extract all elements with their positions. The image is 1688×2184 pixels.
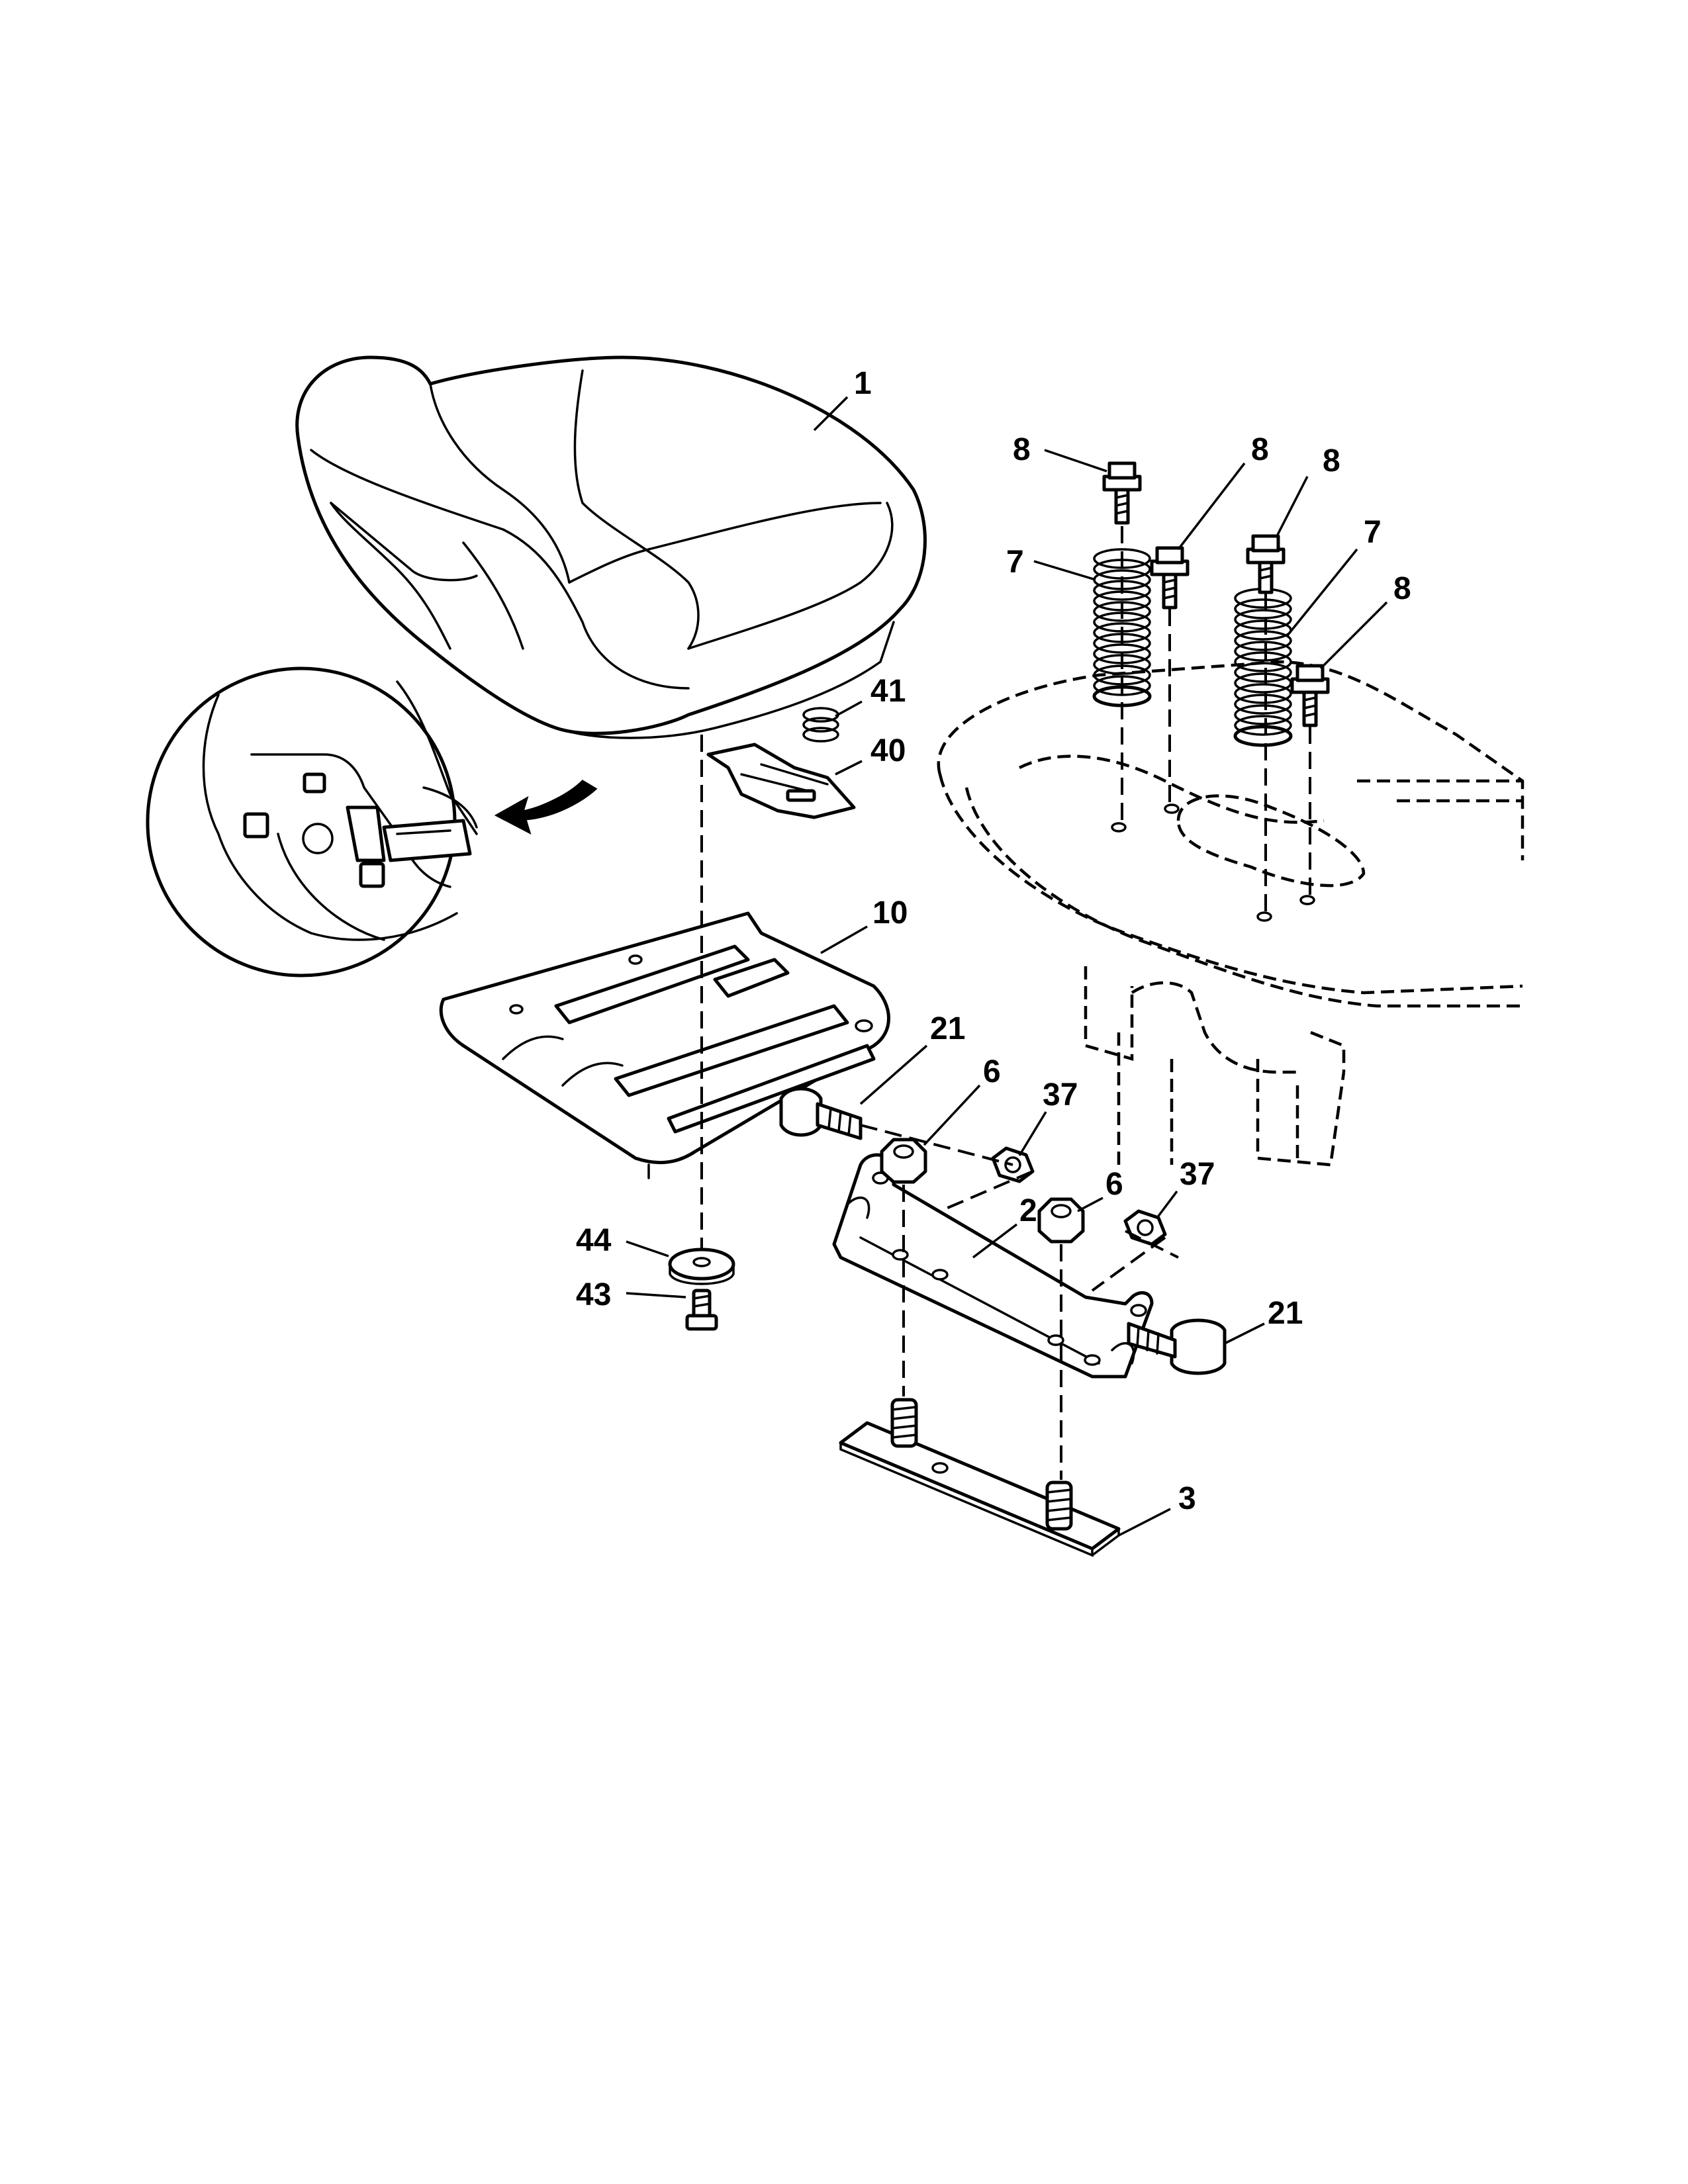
bolt-c — [1246, 534, 1286, 594]
bolt-b — [1150, 546, 1190, 610]
washer44 — [668, 1248, 735, 1285]
detail-arrow — [494, 780, 598, 835]
tractor-frame-outline — [937, 660, 1524, 1167]
bolt21-left — [779, 1087, 863, 1140]
callout-small-spring: 41 — [870, 674, 906, 709]
callout-washer44: 44 — [576, 1223, 612, 1258]
assembly-lines — [700, 526, 1311, 1480]
callout-labels: 1 8 8 8 7 7 8 41 40 10 21 6 37 2 6 37 21… — [576, 366, 1411, 1516]
bolt21-right — [1127, 1318, 1227, 1375]
callout-washer-left: 37 — [1043, 1077, 1078, 1113]
bolt-d — [1290, 664, 1330, 727]
detail-inset — [146, 666, 478, 978]
callout-bolt-d: 8 — [1393, 571, 1411, 606]
callout-bolt-b: 8 — [1251, 432, 1269, 467]
callout-bolt21-right: 21 — [1268, 1296, 1303, 1331]
bracket — [832, 1153, 1154, 1379]
seat-pan — [439, 911, 890, 1179]
callout-washer-right: 37 — [1180, 1157, 1215, 1192]
callout-bracket: 2 — [1019, 1193, 1037, 1228]
callout-clip: 40 — [870, 733, 906, 768]
plate-stud-right — [1045, 1480, 1073, 1531]
callout-bolt-c: 8 — [1323, 443, 1340, 478]
callout-bolt21-left: 21 — [930, 1011, 965, 1046]
plate-stud-left — [890, 1398, 918, 1448]
callout-spring-left: 7 — [1006, 545, 1024, 580]
callout-spring-right: 7 — [1364, 515, 1382, 550]
seat — [295, 355, 927, 739]
callout-plate: 3 — [1178, 1481, 1196, 1516]
screw43 — [685, 1289, 718, 1331]
spring-right — [1233, 588, 1293, 747]
bolt-a — [1102, 461, 1142, 525]
plate — [839, 1421, 1121, 1557]
leader-lines — [626, 396, 1388, 1537]
callout-nut-right: 6 — [1105, 1167, 1123, 1202]
callout-screw43: 43 — [576, 1277, 611, 1312]
callout-nut-left: 6 — [983, 1054, 1001, 1089]
nut-right — [1037, 1197, 1085, 1244]
small-spring — [802, 707, 839, 743]
seat-clip — [706, 743, 856, 819]
callout-bolt-a: 8 — [1013, 432, 1031, 467]
nut-left — [880, 1138, 927, 1184]
callout-seat: 1 — [854, 366, 872, 401]
callout-seat-pan: 10 — [872, 895, 908, 931]
